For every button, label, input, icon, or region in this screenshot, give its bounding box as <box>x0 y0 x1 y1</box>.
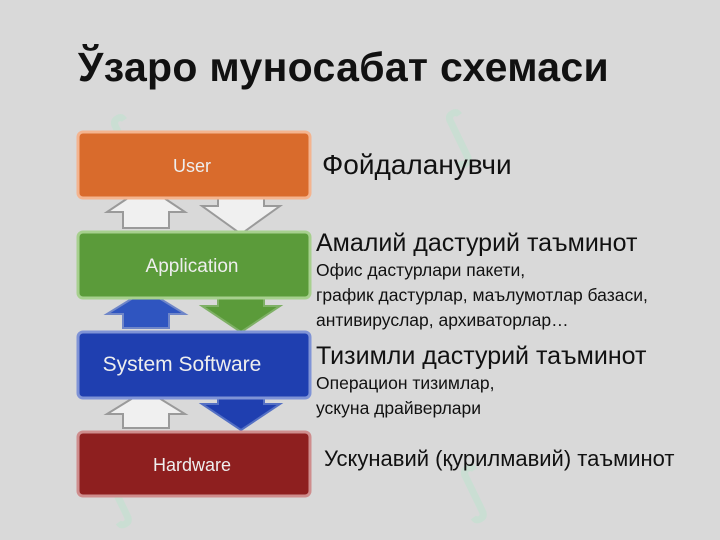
layer-hardware-label: Hardware <box>153 455 231 475</box>
layer-user-label: User <box>173 156 211 176</box>
hardware-heading: Ускунавий (қурилмавий) таъминот <box>324 446 675 471</box>
layer-hardware-description: Ускунавий (қурилмавий) таъминот <box>324 444 674 474</box>
system-software-detail: ускуна драйверлари <box>316 398 482 418</box>
application-heading: Амалий дастурий таъминот <box>316 229 638 257</box>
application-detail: график дастурлар, маълумотлар базаси, <box>316 285 648 305</box>
layer-user-description: Фойдаланувчи <box>322 148 512 182</box>
user-heading: Фойдаланувчи <box>322 149 512 180</box>
down-arrow-icon <box>198 293 284 334</box>
application-detail: антивируслар, архиваторлар… <box>316 310 569 330</box>
application-detail: Офис дастурлари пакети, <box>316 260 526 280</box>
system-software-heading: Тизимли дастурий таъминот <box>316 342 647 370</box>
layer-system-software-description: Тизимли дастурий таъминот Операцион тизи… <box>316 341 646 421</box>
up-arrow-icon <box>103 388 189 429</box>
layer-system-software-label: System Software <box>103 353 262 376</box>
layer-application-description: Амалий дастурий таъминот Офис дастурлари… <box>316 228 648 333</box>
system-software-detail: Операцион тизимлар, <box>316 373 495 393</box>
layer-hardware-box <box>76 430 312 498</box>
layer-user-box <box>76 130 312 200</box>
slide-title: Ўзаро муносабат схемаси <box>78 44 609 90</box>
layer-application-box <box>76 230 312 300</box>
layer-system-software-box <box>76 330 312 400</box>
layer-application-label: Application <box>146 256 239 277</box>
up-arrow-icon <box>103 288 189 329</box>
